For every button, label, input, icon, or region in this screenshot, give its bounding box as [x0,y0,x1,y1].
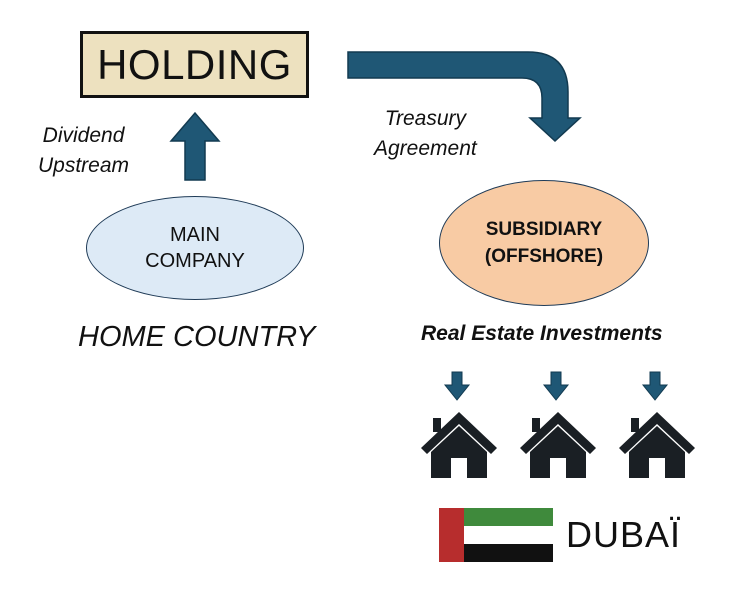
dividend-upstream-arrow [169,111,221,181]
treasury-label-line1: Treasury [384,107,467,130]
holding-box: HOLDING [80,31,309,98]
main-company-line1: MAIN [169,224,220,246]
treasury-agreement-label: Treasury Agreement [374,104,477,164]
house-icon [421,412,497,478]
dividend-upstream-label: Dividend Upstream [38,121,129,181]
investment-arrow-3 [641,371,669,401]
dividend-label-line2: Upstream [38,154,130,177]
investment-arrow-2 [542,371,570,401]
dividend-label-line1: Dividend [42,124,125,147]
holding-label: HOLDING [97,40,292,88]
main-company-line2: COMPANY [145,250,245,272]
real-estate-investments-label: Real Estate Investments [421,322,663,345]
investment-arrow-1 [443,371,471,401]
subsidiary-line1: SUBSIDIARY [485,219,603,240]
uae-flag-icon [439,508,553,562]
house-icon [619,412,695,478]
treasury-label-line2: Agreement [374,137,477,160]
home-country-label: HOME COUNTRY [78,321,316,353]
treasury-agreement-arrow [347,51,582,143]
house-icon [520,412,596,478]
investment-arrows [443,371,669,401]
main-company-node: MAIN COMPANY [86,196,304,300]
subsidiary-node: SUBSIDIARY (OFFSHORE) [439,180,649,306]
dubai-label: DUBAÏ [566,514,682,555]
subsidiary-line2: (OFFSHORE) [484,246,604,267]
